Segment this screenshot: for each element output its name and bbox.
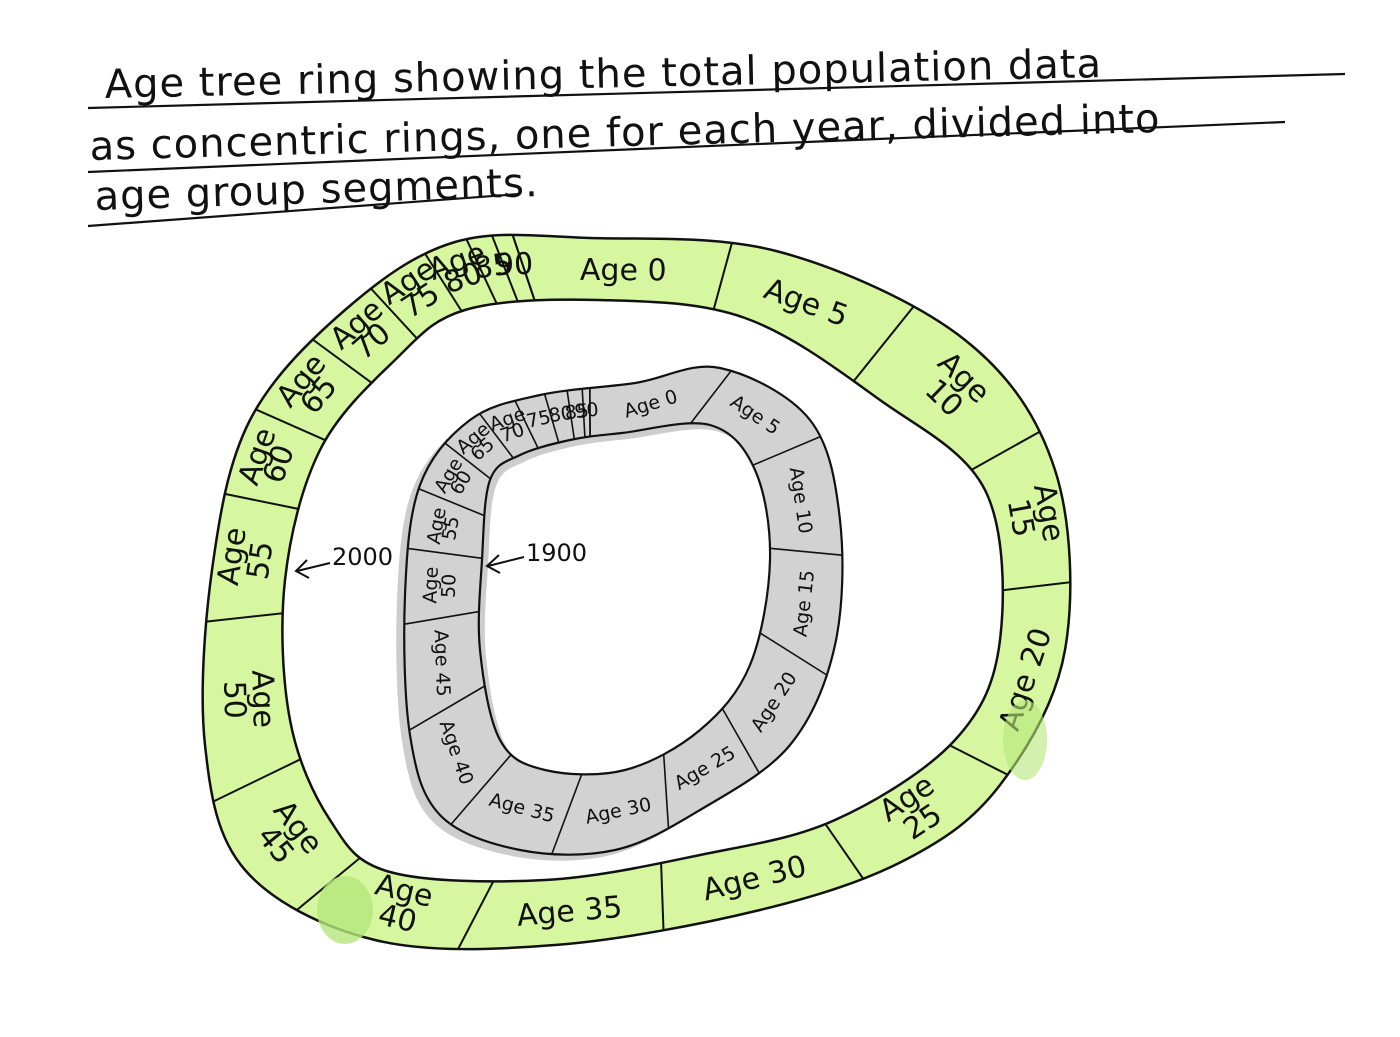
outer-ring-segment-label: Age 0 <box>580 253 667 288</box>
outer-ring-dividers <box>206 234 1071 950</box>
outer-ring-band <box>202 234 1071 950</box>
highlight-blob <box>1003 700 1047 780</box>
outer-ring-divider <box>949 744 1009 776</box>
inner-ring-divider <box>769 547 843 556</box>
inner-ring-segment-label: 75 <box>525 406 553 433</box>
inner-ring-inner-edge <box>477 422 772 776</box>
outer-ring-segment-label: Age50 <box>216 669 281 729</box>
inner-ring-dividers <box>404 370 843 855</box>
outer-ring-divider <box>312 338 373 384</box>
caption-underline-1 <box>87 72 1346 110</box>
outer-ring-divider <box>971 430 1041 471</box>
inner-ring-divider <box>543 393 560 443</box>
year-label-1900: 1900 <box>526 539 587 567</box>
inner-ring-segment-label: 80 <box>547 402 574 427</box>
arrow-icon <box>487 556 525 567</box>
outer-ring-divider <box>224 492 299 510</box>
inner-ring-segment-label: Age50 <box>419 566 461 605</box>
outer-ring-divider <box>206 612 283 623</box>
inner-ring-segment-label: 85 <box>564 400 590 425</box>
inner-ring-divider <box>721 708 760 774</box>
outer-ring-segment-label: Age55 <box>211 525 282 591</box>
outer-ring-divider <box>712 242 733 310</box>
outer-ring-segment-label: Age40 <box>365 867 436 942</box>
outer-ring-divider <box>424 253 463 312</box>
arrow-head-icon <box>294 559 310 579</box>
outer-ring-segment-label: 90 <box>494 247 533 283</box>
outer-ring-divider <box>660 862 665 931</box>
inner-ring-divider <box>759 632 828 676</box>
outer-ring-outer-edge <box>201 233 1072 951</box>
outer-ring-segment-label: 85 <box>471 247 514 287</box>
inner-ring-divider <box>551 774 583 855</box>
arrow-head-icon <box>485 554 501 574</box>
highlight-blob <box>317 876 373 944</box>
inner-ring-segment-label: 90 <box>573 399 599 423</box>
outer-ring-divider <box>212 758 301 803</box>
inner-ring-divider <box>662 754 670 829</box>
inner-ring-divider <box>752 435 821 466</box>
inner-ring-divider <box>566 390 576 440</box>
inner-ring-divider <box>450 754 512 825</box>
outer-ring-divider <box>1002 581 1071 592</box>
caption-line-1: Age tree ring showing the total populati… <box>104 41 1102 108</box>
outer-ring-divider <box>511 234 536 301</box>
inner-ring-divider <box>444 442 491 480</box>
outer-ring-divider <box>370 287 418 340</box>
inner-ring-divider <box>581 388 586 438</box>
year-label-2000: 2000 <box>332 543 393 571</box>
outer-ring-divider <box>491 235 519 302</box>
caption: Age tree ring showing the total populati… <box>87 41 1346 228</box>
outer-ring-divider <box>465 238 498 305</box>
caption-underline-3 <box>87 192 521 228</box>
inner-ring-divider <box>404 610 480 625</box>
inner-ring-outer-edge <box>403 365 844 856</box>
outer-ring-divider <box>852 305 915 382</box>
outer-ring-divider <box>255 408 326 442</box>
inner-ring-divider <box>478 413 514 459</box>
inner-ring-segment-label: Age55 <box>423 506 465 548</box>
year-marker-2000: 2000 <box>294 543 393 579</box>
caption-underline-2 <box>87 120 1286 174</box>
inner-ring-band <box>404 366 843 855</box>
inner-ring-divider <box>690 370 732 424</box>
inner-ring-divider <box>407 547 483 560</box>
inner-ring-divider <box>408 685 486 731</box>
inner-ring-divider <box>514 400 539 449</box>
inner-ring-divider <box>418 488 485 517</box>
arrow-icon <box>296 562 331 572</box>
inner-ring-segment-label: Age 45 <box>429 629 454 697</box>
outer-ring-divider <box>457 880 495 950</box>
outer-ring-inner-edge <box>281 298 1005 883</box>
outer-ring-divider <box>824 823 865 880</box>
year-marker-1900: 1900 <box>485 539 587 574</box>
